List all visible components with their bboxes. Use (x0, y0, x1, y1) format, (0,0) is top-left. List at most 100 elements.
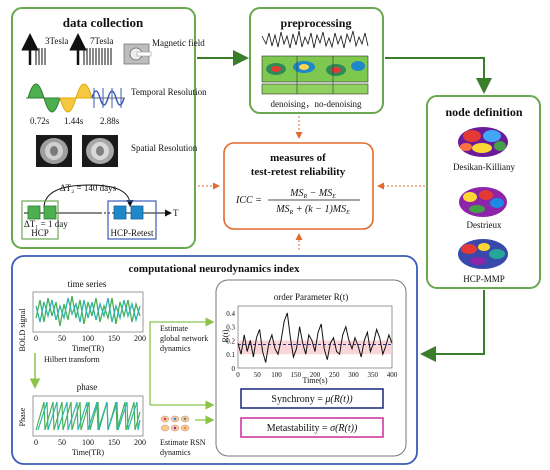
phase-series-teal (37, 401, 141, 431)
hcp-retest-label: HCP-Retest (110, 228, 154, 238)
order-ytick: 0.4 (226, 310, 235, 318)
phase-xtick: 0 (34, 438, 38, 447)
svg-text:MSR + (k − 1)MSE: MSR + (k − 1)MSE (275, 204, 350, 216)
svg-text:ICC =: ICC = (235, 195, 262, 206)
noisy-signal-trace (261, 30, 369, 49)
temporal-wave-icon (26, 83, 125, 113)
brain-scan-3t-image (36, 135, 72, 167)
neurodynamics-title: computational neurodynamics index (129, 263, 300, 275)
ts-xtick: 150 (108, 334, 120, 343)
tr-2-88: 2.88s (100, 116, 120, 126)
order-xtick: 200 (310, 371, 321, 379)
phase-xticks: 0 50 100 150 200 (34, 438, 146, 447)
phase-xtick: 50 (58, 438, 66, 447)
preprocessing-title: preprocessing (281, 16, 352, 30)
temporal-resolution-label: Temporal Resolution (131, 87, 207, 97)
metastability-box (240, 417, 384, 438)
data-collection-title: data collection (63, 15, 144, 30)
ts-ylabel: BOLD signal (18, 308, 27, 352)
field-3t-icon (21, 33, 46, 65)
denoising-caption: denoising，no-denoising (271, 99, 362, 109)
ts-series-green (35, 295, 141, 327)
synchrony-rhs: μ(R(t)) (324, 394, 353, 405)
hilbert-label: Hilbert transform (44, 355, 101, 364)
order-ytick: 0.2 (226, 337, 235, 345)
phase-xlabel: Time(TR) (72, 448, 104, 457)
phase-xtick: 150 (108, 438, 120, 447)
order-xtick: 0 (236, 371, 240, 379)
metastability-lhs: Metastability = (267, 423, 328, 434)
atlas-desikan-label: Desikan-Killiany (453, 162, 515, 172)
tr-1-44: 1.44s (64, 116, 84, 126)
ts-xticks: 0 50 100 150 200 (34, 334, 146, 343)
timeline-diagram (21, 184, 172, 240)
phase-xtick: 100 (82, 438, 94, 447)
measures-title-line2: test-retest reliability (251, 166, 346, 178)
global-dynamics-label-2: global network (160, 334, 208, 343)
order-xtick: 300 (348, 371, 359, 379)
brain-atlas-hcp-mmp-icon (458, 239, 508, 269)
ts-series-teal (35, 297, 141, 323)
ts-xtick: 0 (34, 334, 38, 343)
atlas-destrieux-label: Destrieux (467, 220, 502, 230)
flow-arrows (197, 50, 492, 362)
temporal-res-text: Temporal Resolution (131, 87, 207, 97)
brain-scan-7t-image (82, 135, 118, 167)
order-xtick: 250 (329, 371, 340, 379)
ts-title: time series (68, 279, 107, 289)
order-title: order Parameter R(t) (274, 292, 348, 302)
preprocessing-panel: preprocessing denoising，no-denoising (249, 7, 384, 114)
node-definition-title: node definition (445, 105, 522, 119)
mri-scanner-icon (123, 43, 152, 65)
tr-0-72: 0.72s (30, 116, 50, 126)
ts-xlabel: Time(TR) (72, 344, 104, 353)
phase-title: phase (77, 382, 98, 392)
measures-title-line1: measures of (270, 152, 326, 164)
order-plot-frame (237, 305, 393, 369)
brain-atlas-desikan-icon (458, 127, 508, 157)
global-dynamics-label-1: Estimate (160, 324, 188, 333)
neurodynamics-panel: computational neurodynamics index time s… (11, 255, 418, 465)
order-ytick: 0.1 (226, 351, 235, 359)
synchrony-formula: Synchrony = μ(R(t)) (271, 394, 353, 405)
order-ylabel: R(t) (221, 329, 230, 342)
global-dynamics-label-3: dynamics (160, 344, 191, 353)
order-ytick: 0.3 (226, 324, 235, 332)
hcp-label: HCP (31, 228, 49, 238)
order-xtick: 50 (254, 371, 262, 379)
arrow-nodes-to-neuro (420, 290, 485, 362)
svg-text:MSR − MSE: MSR − MSE (289, 188, 336, 200)
synchrony-lhs: Synchrony = (271, 394, 323, 405)
t-axis-label: T (173, 208, 179, 218)
metastability-rhs: σ(R(t)) (330, 423, 358, 434)
rsn-dynamics-label-1: Estimate RSN (160, 438, 206, 447)
field-7t-icon (69, 33, 112, 65)
phase-xtick: 200 (134, 438, 146, 447)
arrow-global-dynamics (149, 317, 215, 405)
delta-t1-label: ΔT₁ = 1 day (24, 219, 68, 229)
delta-t2-label: ΔT₂ = 140 days (60, 183, 117, 193)
ts-xtick: 100 (82, 334, 94, 343)
hilbert-text: Hilbert transform (44, 355, 101, 364)
order-xtick: 400 (387, 371, 398, 379)
ts-xtick: 50 (58, 334, 66, 343)
metastability-formula: Metastability = σ(R(t)) (267, 423, 358, 434)
phase-ylabel: Phase (18, 407, 27, 426)
rsn-brains-icon (160, 415, 190, 432)
order-xlabel: Time(s) (302, 376, 327, 385)
measures-panel: measures of test-retest reliability ICC … (223, 142, 374, 230)
rsn-dynamics-label-2: dynamics (160, 448, 191, 457)
connectivity-matrices-image (261, 55, 369, 95)
synchrony-box (240, 388, 384, 409)
arrow-preprocessing-to-nodes (385, 57, 492, 94)
order-xtick: 100 (271, 371, 282, 379)
magnetic-field-text: Magnetic field (152, 38, 205, 48)
order-xtick: 150 (291, 371, 302, 379)
order-series-line (237, 312, 393, 363)
ts-xtick: 200 (134, 334, 146, 343)
field-3t-label: 3Tesla (45, 36, 68, 46)
field-7t-label: 7Tesla (90, 36, 113, 46)
order-ytick: 0 (232, 365, 236, 373)
data-collection-panel: data collection 3Tesla 7Tesla Magnetic f… (11, 7, 207, 249)
